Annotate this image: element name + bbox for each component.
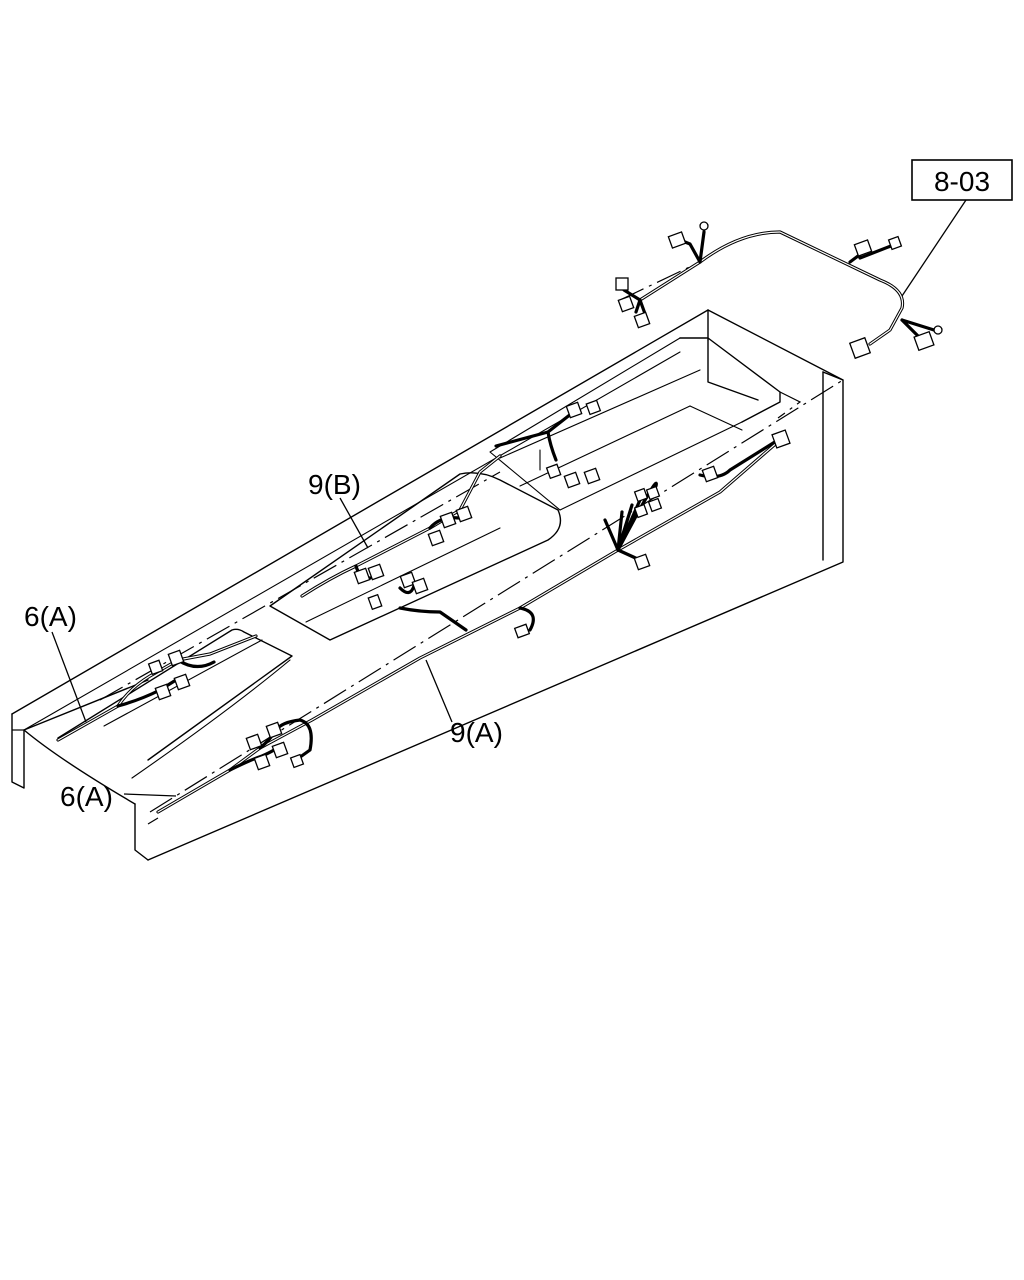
connectors (147, 221, 943, 771)
harness-6a-label-top: 6(A) (24, 601, 77, 632)
harness-6a-label-bottom: 6(A) (60, 781, 113, 812)
ref-box-frame (911, 159, 1013, 201)
center-lines (12, 261, 844, 825)
labels: 8-03 9(B) 6(A) 9(A) 6(A) (24, 159, 1013, 812)
leader-lines (51, 199, 967, 797)
frame-rail (11, 309, 844, 861)
ref-box-label: 8-03 (934, 166, 990, 197)
harness-9b-label: 9(B) (308, 469, 361, 500)
harness-upper-wire (622, 230, 936, 346)
harness-9a-label: 9(A) (450, 717, 503, 748)
